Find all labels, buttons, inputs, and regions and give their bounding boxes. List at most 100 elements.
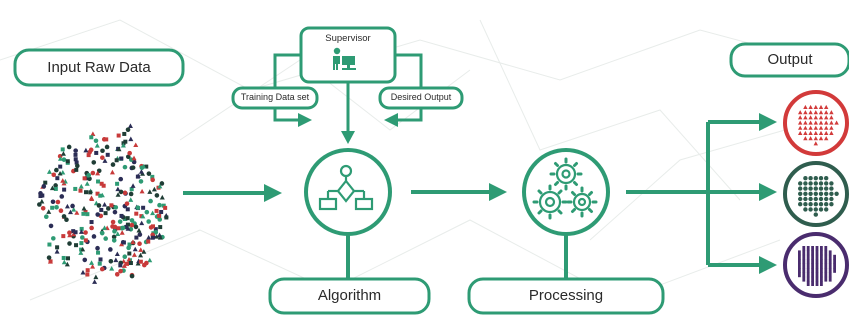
scatter-point bbox=[109, 169, 115, 175]
out-purple-mark bbox=[828, 263, 832, 269]
scatter-point bbox=[75, 163, 80, 169]
scatter-point bbox=[120, 142, 126, 148]
scatter-point bbox=[138, 179, 144, 184]
scatter-point bbox=[131, 252, 137, 257]
out-green-mark bbox=[813, 202, 818, 207]
scatter-point bbox=[148, 225, 154, 230]
scatter-point bbox=[87, 176, 92, 182]
out-red-mark bbox=[829, 120, 834, 125]
scatter-point bbox=[128, 157, 134, 162]
scatter-point bbox=[131, 155, 137, 161]
scatter-point bbox=[137, 232, 143, 237]
scatter-point bbox=[161, 203, 166, 208]
scatter-point bbox=[93, 274, 99, 280]
scatter-point bbox=[153, 229, 159, 235]
out-purple-mark bbox=[811, 250, 814, 256]
scatter-point bbox=[114, 158, 119, 163]
scatter-point bbox=[55, 176, 60, 181]
scatter-point bbox=[71, 206, 77, 212]
scatter-point bbox=[146, 219, 151, 224]
out-purple-mark bbox=[815, 263, 819, 269]
scatter-point bbox=[122, 131, 127, 136]
out-red-mark bbox=[808, 104, 813, 109]
scatter-point bbox=[147, 189, 153, 194]
scatter-point bbox=[78, 188, 83, 193]
scatter-point bbox=[60, 178, 66, 183]
scatter-point bbox=[54, 167, 59, 173]
scatter-point bbox=[97, 261, 102, 266]
out-purple-mark bbox=[802, 259, 806, 264]
scatter-point bbox=[61, 259, 67, 265]
out-purple-mark bbox=[806, 246, 810, 251]
out-green-mark bbox=[808, 186, 813, 191]
output-branch-arrows bbox=[626, 120, 763, 267]
out-green-mark bbox=[829, 202, 834, 207]
scatter-point bbox=[61, 234, 66, 239]
out-green-mark bbox=[834, 191, 839, 196]
connector-supervisor-to-desired bbox=[395, 53, 423, 88]
scatter-point bbox=[164, 215, 169, 220]
flowchart-icon bbox=[318, 164, 374, 211]
out-red-mark bbox=[808, 130, 813, 135]
scatter-point bbox=[57, 170, 63, 176]
out-red-mark bbox=[808, 136, 813, 141]
scatter-point bbox=[89, 225, 94, 231]
scatter-point bbox=[51, 236, 56, 241]
scatter-point bbox=[57, 156, 63, 161]
scatter-point bbox=[90, 170, 96, 176]
scatter-point bbox=[99, 181, 104, 186]
scatter-point bbox=[115, 181, 120, 186]
scatter-point bbox=[113, 257, 119, 263]
scatter-point bbox=[80, 235, 85, 240]
scatter-point bbox=[46, 169, 52, 174]
out-green-mark bbox=[824, 207, 829, 212]
scatter-point bbox=[135, 260, 141, 266]
scatter-point bbox=[110, 224, 115, 229]
out-green-mark bbox=[803, 191, 808, 196]
scatter-point bbox=[102, 201, 108, 207]
out-green-mark bbox=[798, 191, 803, 196]
out-red-mark bbox=[803, 125, 808, 130]
scatter-point bbox=[159, 209, 164, 214]
out-green-mark bbox=[829, 196, 834, 202]
scatter-point bbox=[83, 238, 88, 243]
out-purple-mark bbox=[806, 259, 810, 264]
scatter-point bbox=[85, 212, 90, 217]
out-green-mark bbox=[824, 191, 829, 196]
out-purple-mark bbox=[806, 250, 810, 256]
out-purple-mark bbox=[833, 259, 836, 264]
scatter-point bbox=[111, 238, 117, 243]
training-data-set-label: Training Data set bbox=[240, 92, 310, 102]
scatter-point bbox=[66, 144, 72, 150]
scatter-point bbox=[113, 205, 119, 210]
out-green-mark bbox=[829, 191, 834, 196]
out-purple-mark bbox=[833, 263, 836, 269]
scatter-point bbox=[102, 225, 108, 230]
scatter-point bbox=[99, 207, 104, 212]
out-red-mark bbox=[818, 125, 824, 130]
scatter-point bbox=[144, 164, 149, 169]
out-purple-mark bbox=[820, 259, 823, 264]
scatter-point bbox=[37, 202, 42, 207]
scatter-point bbox=[157, 183, 163, 189]
out-purple-mark bbox=[815, 250, 819, 256]
out-purple-mark bbox=[806, 281, 810, 286]
scatter-point bbox=[118, 268, 123, 274]
out-red-mark bbox=[824, 115, 829, 120]
scatter-point bbox=[78, 229, 84, 234]
scatter-point bbox=[125, 226, 131, 231]
out-purple-mark bbox=[811, 276, 814, 282]
out-green-mark bbox=[808, 207, 813, 212]
out-green-mark bbox=[803, 196, 808, 202]
out-purple-mark bbox=[824, 263, 828, 269]
out-red-mark bbox=[818, 110, 824, 115]
scatter-point bbox=[70, 203, 75, 209]
out-purple-mark bbox=[811, 246, 814, 251]
scatter-point bbox=[58, 208, 64, 214]
scatter-point bbox=[84, 190, 89, 195]
scatter-point bbox=[116, 146, 122, 152]
scatter-point bbox=[134, 211, 139, 216]
scatter-point bbox=[54, 249, 60, 254]
out-green-mark bbox=[798, 202, 803, 207]
scatter-point bbox=[81, 211, 86, 216]
